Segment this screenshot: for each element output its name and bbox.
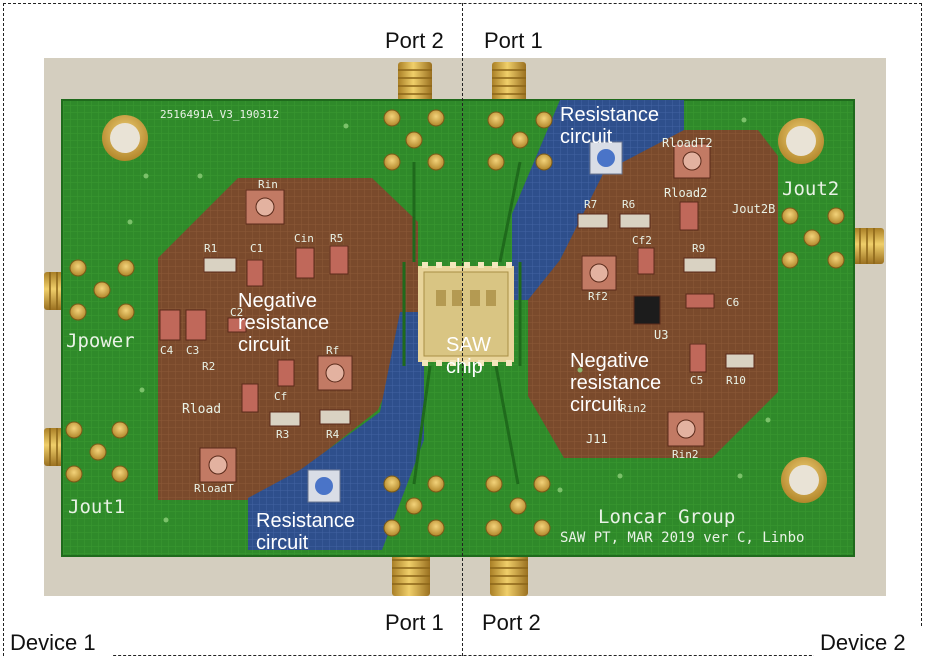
ref-r7: R7: [584, 198, 598, 211]
j11-silkscreen: J11: [586, 432, 608, 446]
ref-rin2-secondary: Rin2: [620, 402, 647, 415]
port1-bottom-label: Port 1: [385, 610, 444, 635]
ref-rloadt2: RloadT2: [662, 136, 713, 150]
jout1-silkscreen: Jout1: [68, 496, 126, 518]
neg-right-line2: resistance: [570, 372, 662, 394]
saw-chip-label: SAW chip: [446, 334, 491, 378]
negative-resistance-label-left: Negative resistance circuit: [238, 290, 329, 356]
ref-rin2: Rin2: [672, 448, 699, 461]
ref-rf: Rf: [326, 344, 340, 357]
board-id-silkscreen: 2516491A_V3_190312: [160, 108, 280, 121]
neg-right-line1: Negative: [570, 350, 649, 372]
res-right-line1: Resistance: [560, 104, 659, 126]
port1-top-label: Port 1: [484, 28, 543, 53]
neg-right-line3: circuit: [570, 394, 623, 416]
trimmer-left: [307, 469, 341, 503]
mounting-holes: [102, 115, 827, 503]
ref-cin: Cin: [294, 232, 314, 245]
neg-left-line2: resistance: [238, 312, 330, 334]
ref-rin: Rin: [258, 178, 278, 191]
neg-left-line3: circuit: [238, 334, 291, 356]
ref-c6: C6: [726, 296, 740, 309]
saw-line1: SAW: [446, 334, 491, 356]
res-left-line1: Resistance: [256, 510, 355, 532]
sma-connector-top-right: [492, 62, 526, 104]
res-right-line2: circuit: [560, 126, 613, 148]
sma-connector-bottom-left: [392, 552, 430, 596]
ref-c2: C2: [230, 306, 244, 319]
device2-label-bg: [814, 628, 922, 658]
jout2b-silkscreen: Jout2B: [732, 202, 776, 216]
device2-label: Device 2: [820, 630, 906, 655]
ref-r5: R5: [330, 232, 344, 245]
device1-label: Device 1: [10, 630, 96, 655]
ref-r6: R6: [622, 198, 636, 211]
rf-traces: [402, 161, 522, 485]
port2-bottom-label: Port 2: [482, 610, 541, 635]
components-left: [159, 189, 353, 483]
trimmer-right: [589, 141, 623, 175]
vias: [127, 117, 771, 523]
device-divider: [462, 3, 463, 656]
saw-chip-package: [418, 262, 514, 366]
ref-cf2: Cf2: [632, 234, 652, 247]
ref-rload: Rload: [182, 402, 222, 417]
ref-r10: R10: [726, 374, 746, 387]
sma-connector-bottom-right: [490, 552, 528, 596]
ref-r3: R3: [276, 428, 290, 441]
device1-label-bg: [4, 628, 112, 658]
ref-c4: C4: [160, 344, 174, 357]
ref-r2: R2: [202, 360, 216, 373]
negative-resistance-label-right: Negative resistance circuit: [570, 350, 661, 416]
ref-r1: R1: [204, 242, 218, 255]
ref-r4: R4: [326, 428, 340, 441]
components-right: [577, 143, 755, 447]
jout2-silkscreen: Jout2: [782, 178, 840, 200]
sma-connector-top-left: [398, 62, 432, 104]
version-silkscreen: SAW PT, MAR 2019 ver C, Linbo: [560, 530, 805, 546]
ref-c5: C5: [690, 374, 704, 387]
connector-pads: [65, 109, 845, 537]
jpower-silkscreen: Jpower: [66, 330, 135, 352]
ref-c3: C3: [186, 344, 200, 357]
group-silkscreen: Loncar Group: [598, 506, 736, 528]
u3-silkscreen: U3: [654, 328, 669, 342]
resistance-label-right: Resistance circuit: [560, 104, 659, 148]
sma-connector-right: [852, 228, 884, 264]
resistance-label-left: Resistance circuit: [256, 510, 355, 554]
ref-r9: R9: [692, 242, 706, 255]
ref-cf: Cf: [274, 390, 288, 403]
ref-c1: C1: [250, 242, 264, 255]
saw-line2: chip: [446, 356, 483, 378]
ref-rloadt: RloadT: [194, 482, 234, 495]
ref-rload2: Rload2: [664, 186, 708, 200]
res-left-line2: circuit: [256, 532, 309, 554]
port2-top-label: Port 2: [385, 28, 444, 53]
neg-left-line1: Negative: [238, 290, 317, 312]
ref-rf2: Rf2: [588, 290, 608, 303]
